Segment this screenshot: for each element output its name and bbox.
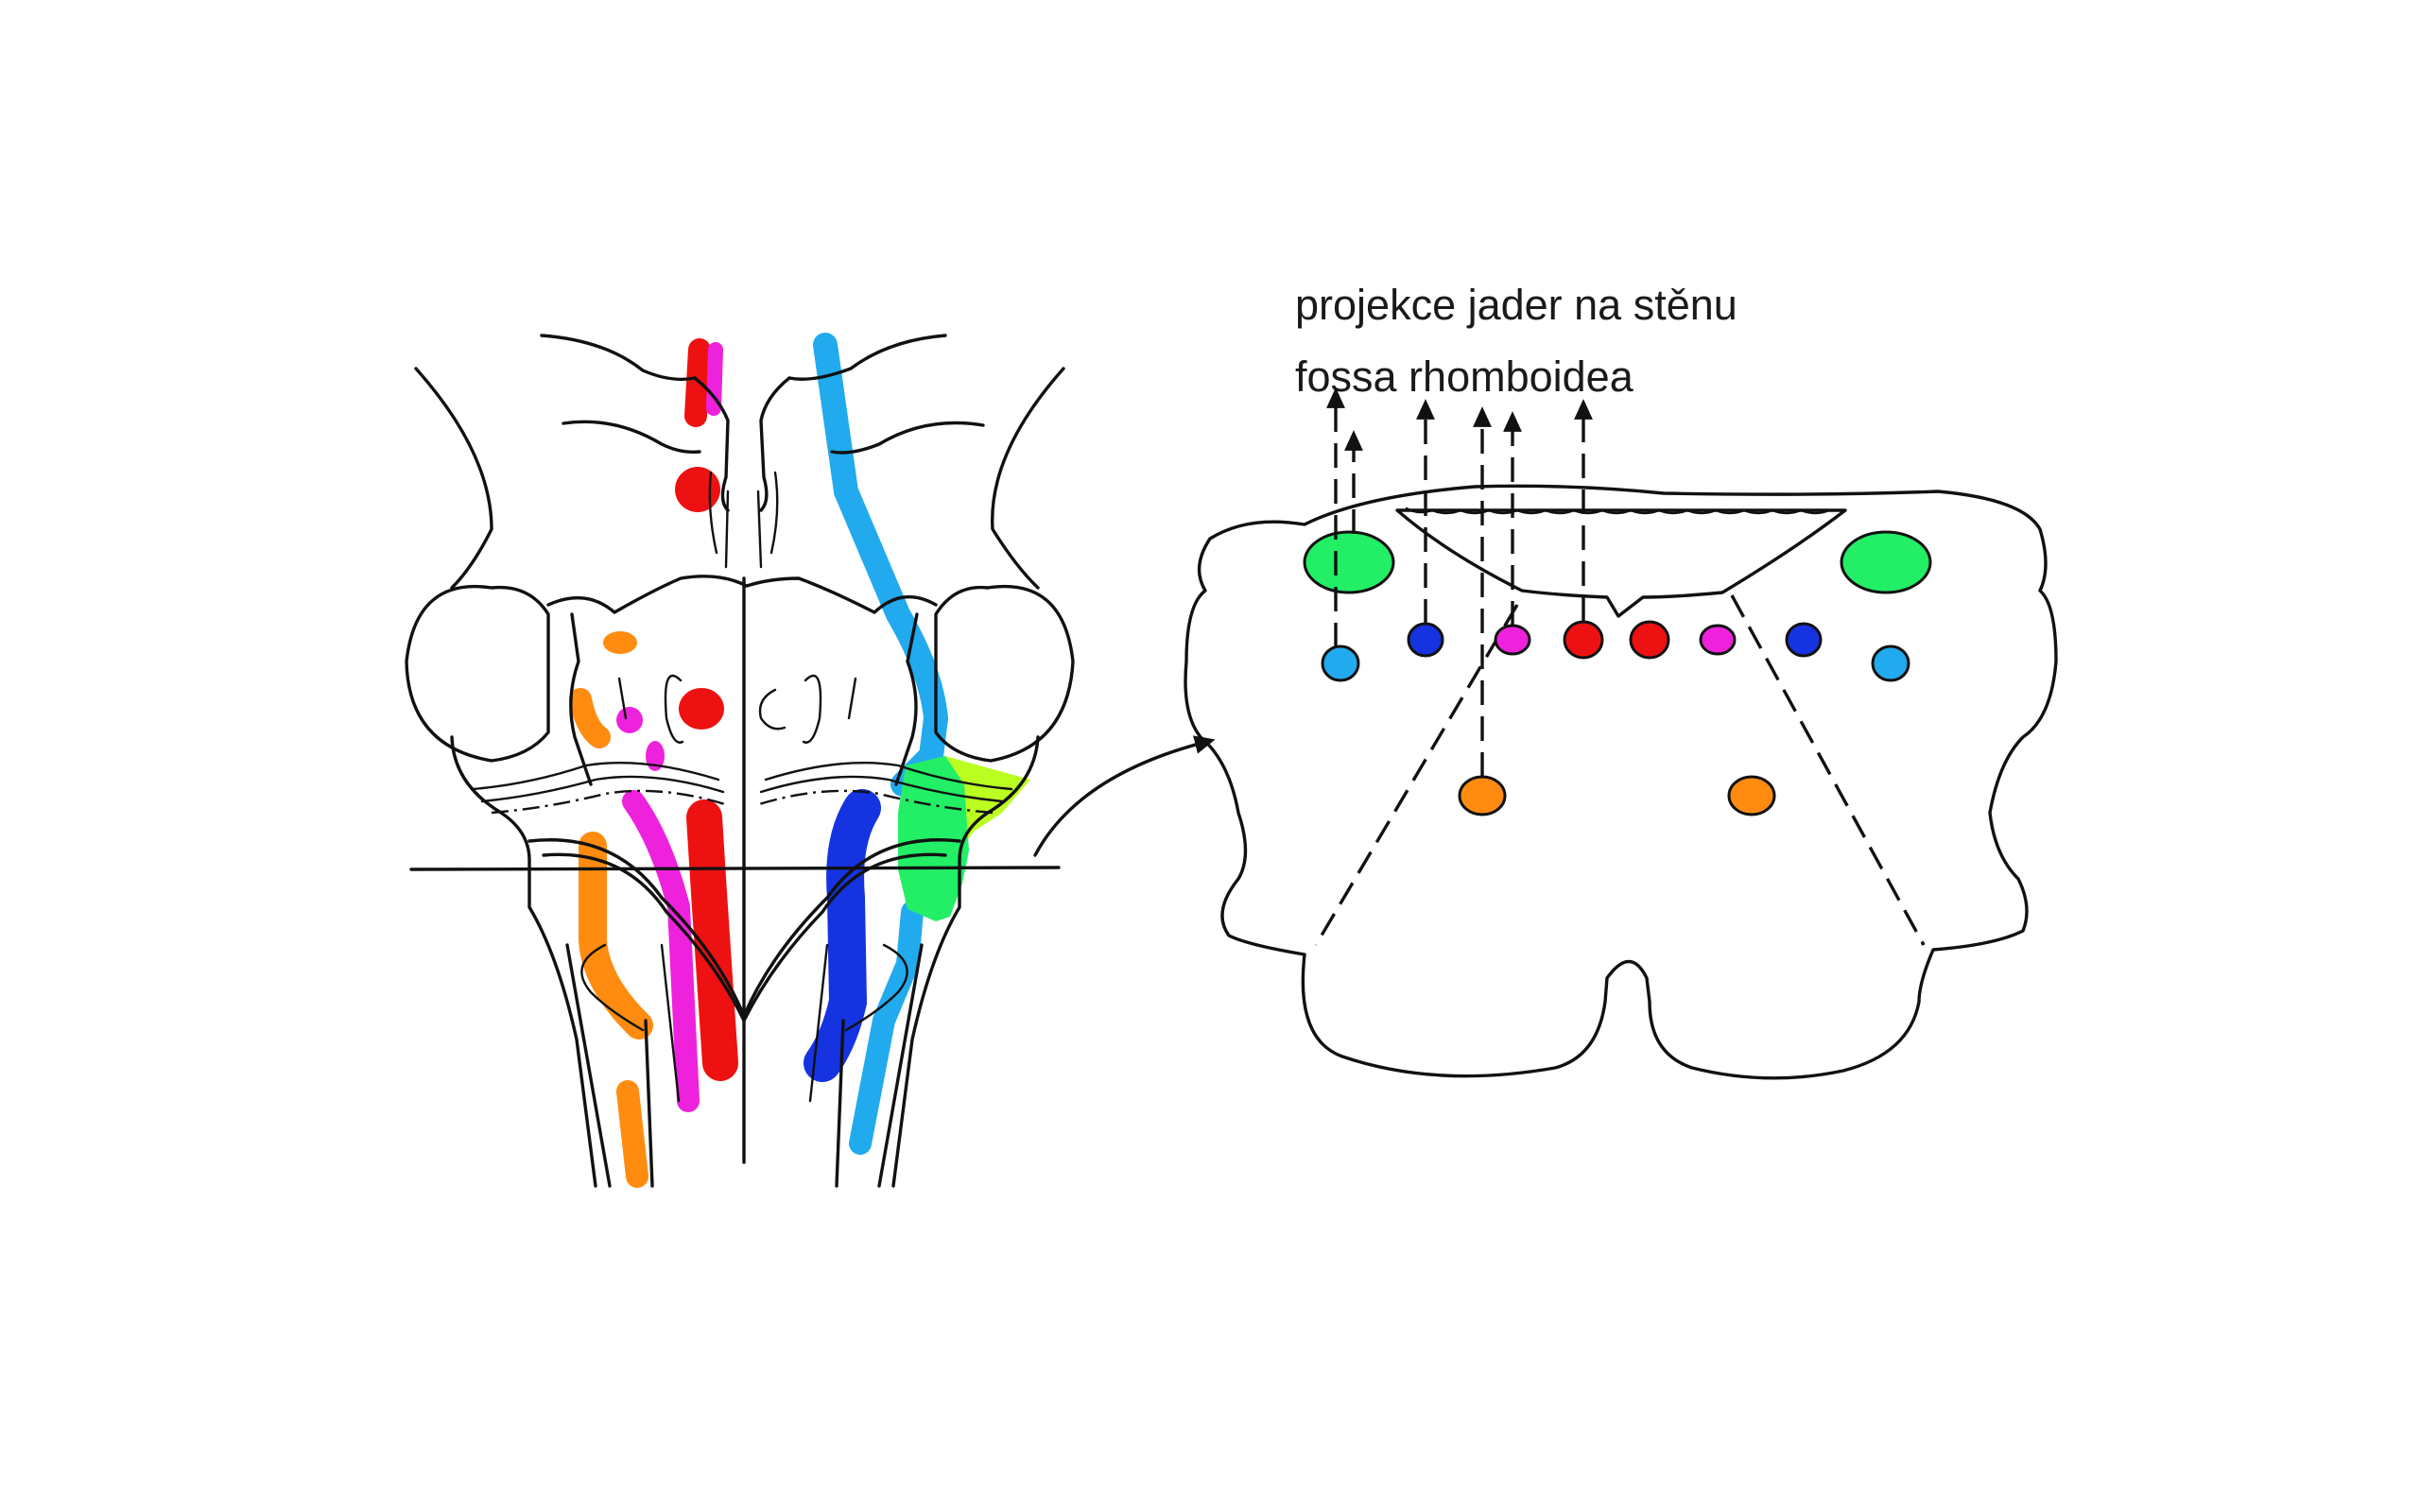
magenta-nucleus-right [1701,626,1735,654]
light-blue-column [825,345,936,784]
green-nucleus-right [1841,532,1930,593]
orange-spot-upper [603,631,637,654]
light-blue-nucleus-right [1873,646,1909,680]
light-blue-nucleus-left [1322,646,1358,680]
dark-blue-nucleus-left [1409,624,1443,656]
magenta-spot-upper [616,707,643,733]
magenta-nucleus-left [1495,626,1530,654]
brainstem-dorsal-view [406,335,1073,1186]
dark-blue-nucleus-right [1787,624,1821,656]
fourth-ventricle [1397,510,1845,616]
red-nucleus-upper [675,467,720,512]
red-nucleus-left [1564,622,1602,658]
orange-column-lower [593,846,639,1025]
green-nucleus-left [1305,532,1393,593]
magenta-column-lower [633,801,688,1101]
orange-column-bottom [628,1091,637,1177]
section-plane-line [411,868,1059,869]
orange-nucleus-right [1729,777,1774,815]
red-nucleus-middle [679,688,724,730]
red-column-lower [704,817,720,1063]
orange-column-upper [580,699,599,737]
red-nucleus-right [1631,622,1668,658]
medulla-cross-section [1185,397,2056,1078]
curved-arrow-icon [1035,742,1206,855]
orange-nucleus-left [1460,777,1505,815]
brainstem-outlines [406,335,1073,1186]
